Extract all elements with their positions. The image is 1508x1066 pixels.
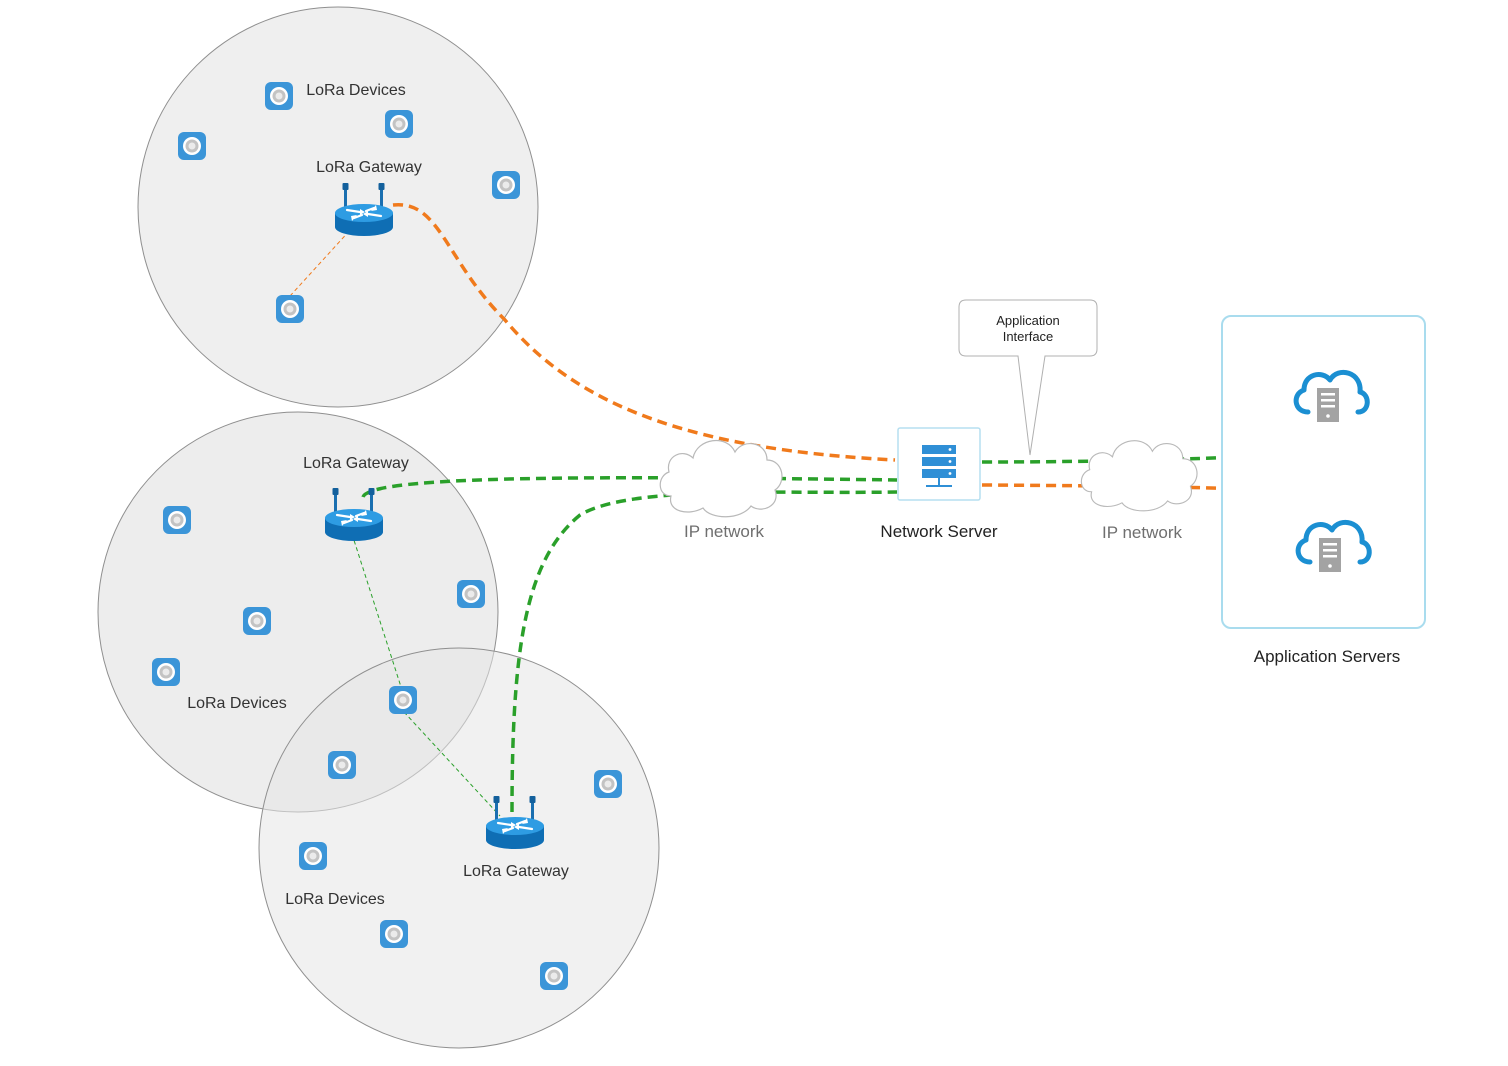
lora-device-icon[interactable] xyxy=(265,82,293,110)
lora-device-icon[interactable] xyxy=(328,751,356,779)
ip-network-cloud-right xyxy=(1080,440,1198,512)
lora-device-icon[interactable] xyxy=(540,962,568,990)
network-server-label: Network Server xyxy=(880,522,997,541)
cell3-devices-label: LoRa Devices xyxy=(285,891,385,908)
cell1-gateway-label: LoRa Gateway xyxy=(316,159,422,176)
callout-line1: Application xyxy=(996,313,1060,328)
application-servers-label: Application Servers xyxy=(1254,647,1400,666)
lora-device-icon[interactable] xyxy=(178,132,206,160)
lora-device-icon[interactable] xyxy=(385,110,413,138)
lora-device-icon[interactable] xyxy=(380,920,408,948)
lora-device-icon[interactable] xyxy=(163,506,191,534)
ip-network-right-label: IP network xyxy=(1102,523,1183,542)
coverage-area-1 xyxy=(137,6,539,408)
backhaul-link-gateway3 xyxy=(510,490,898,813)
application-servers-box[interactable] xyxy=(1221,315,1426,629)
lora-device-icon[interactable] xyxy=(243,607,271,635)
ip-network-left-label: IP network xyxy=(684,522,765,541)
cell2-devices-label: LoRa Devices xyxy=(187,695,287,712)
cell3-gateway-label: LoRa Gateway xyxy=(463,863,569,880)
lora-device-icon[interactable] xyxy=(276,295,304,323)
radio-link-cell3 xyxy=(403,711,501,817)
application-interface-callout: Application Interface xyxy=(958,299,1098,456)
cell1-devices-label: LoRa Devices xyxy=(306,82,406,99)
lora-device-icon[interactable] xyxy=(457,580,485,608)
network-server-icon[interactable] xyxy=(897,427,981,501)
cell2-gateway-label: LoRa Gateway xyxy=(303,455,409,472)
radio-link-cell1 xyxy=(289,227,353,297)
lora-device-icon[interactable] xyxy=(492,171,520,199)
ip-network-cloud-left xyxy=(659,439,783,518)
lora-device-icon[interactable] xyxy=(152,658,180,686)
lora-device-icon[interactable] xyxy=(389,686,417,714)
coverage-area-3 xyxy=(258,647,660,1049)
callout-line2: Interface xyxy=(1003,329,1054,344)
radio-link-cell2 xyxy=(351,533,403,691)
lora-device-icon[interactable] xyxy=(594,770,622,798)
lora-device-icon[interactable] xyxy=(299,842,327,870)
